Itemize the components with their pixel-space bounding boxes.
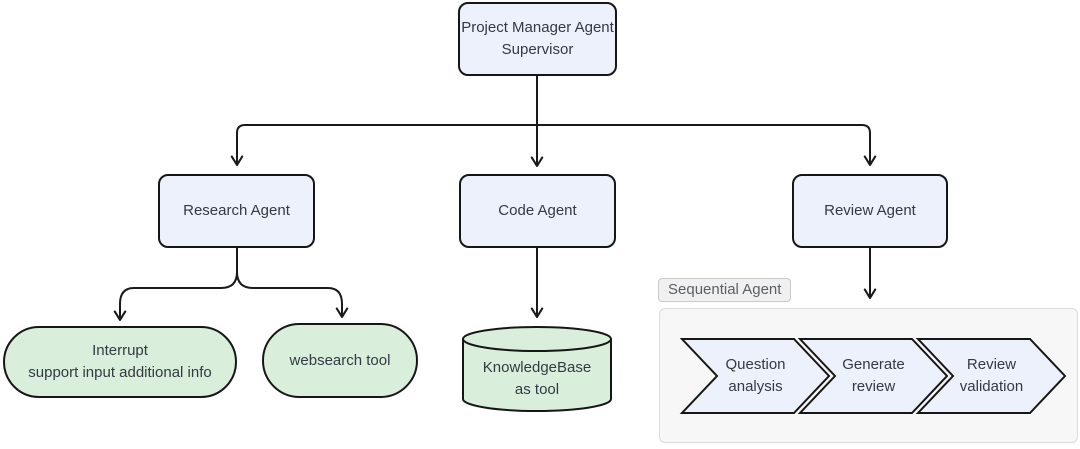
- node-code-agent-label: Code Agent: [498, 202, 577, 220]
- node-interrupt-label-line2: support input additional info: [28, 364, 212, 381]
- edge-research-websearch: [236, 248, 349, 319]
- chevron-question-analysis: [679, 338, 831, 414]
- step-question-analysis: Question analysis: [682, 338, 829, 414]
- node-review-agent-label: Review Agent: [824, 202, 916, 220]
- node-websearch-tool: websearch tool: [262, 323, 418, 398]
- node-research-agent: Research Agent: [158, 174, 315, 248]
- step-question-analysis-line2: analysis: [728, 378, 783, 395]
- chevron-review-validation: [915, 338, 1067, 414]
- node-interrupt-label-line1: Interrupt: [92, 342, 148, 360]
- node-research-agent-label: Research Agent: [183, 202, 290, 220]
- step-review-validation-line2: validation: [959, 378, 1024, 395]
- node-code-agent: Code Agent: [459, 174, 616, 248]
- edge-supervisor-review: [537, 124, 877, 167]
- node-supervisor: Project Manager Agent Supervisor: [458, 2, 617, 76]
- edge-supervisor-research: [230, 124, 537, 167]
- sequential-steps-shapes: [679, 338, 1067, 414]
- sequential-agent-cluster-label: Sequential Agent: [658, 278, 792, 302]
- node-interrupt: Interrupt support input additional info: [3, 326, 237, 398]
- edge-research-interrupt: [113, 248, 238, 322]
- node-knowledgebase-label-line1: KnowledgeBase: [482, 359, 592, 377]
- chevron-generate-review: [797, 338, 949, 414]
- node-review-agent: Review Agent: [792, 174, 948, 248]
- node-knowledgebase: KnowledgeBase as tool: [461, 325, 613, 413]
- node-knowledgebase-label-line2: as tool: [514, 381, 560, 398]
- step-review-validation-line1: Review: [966, 356, 1017, 374]
- node-supervisor-label-line1: Project Manager Agent: [461, 19, 614, 37]
- node-supervisor-label-line2: Supervisor: [501, 41, 574, 58]
- step-generate-review: Generate review: [800, 338, 947, 414]
- step-generate-review-line1: Generate: [842, 356, 905, 374]
- step-review-validation: Review validation: [918, 338, 1065, 414]
- step-question-analysis-line1: Question: [725, 356, 786, 374]
- cylinder-shape: [462, 326, 612, 412]
- node-websearch-tool-label: websearch tool: [289, 351, 391, 369]
- step-generate-review-line2: review: [851, 378, 896, 395]
